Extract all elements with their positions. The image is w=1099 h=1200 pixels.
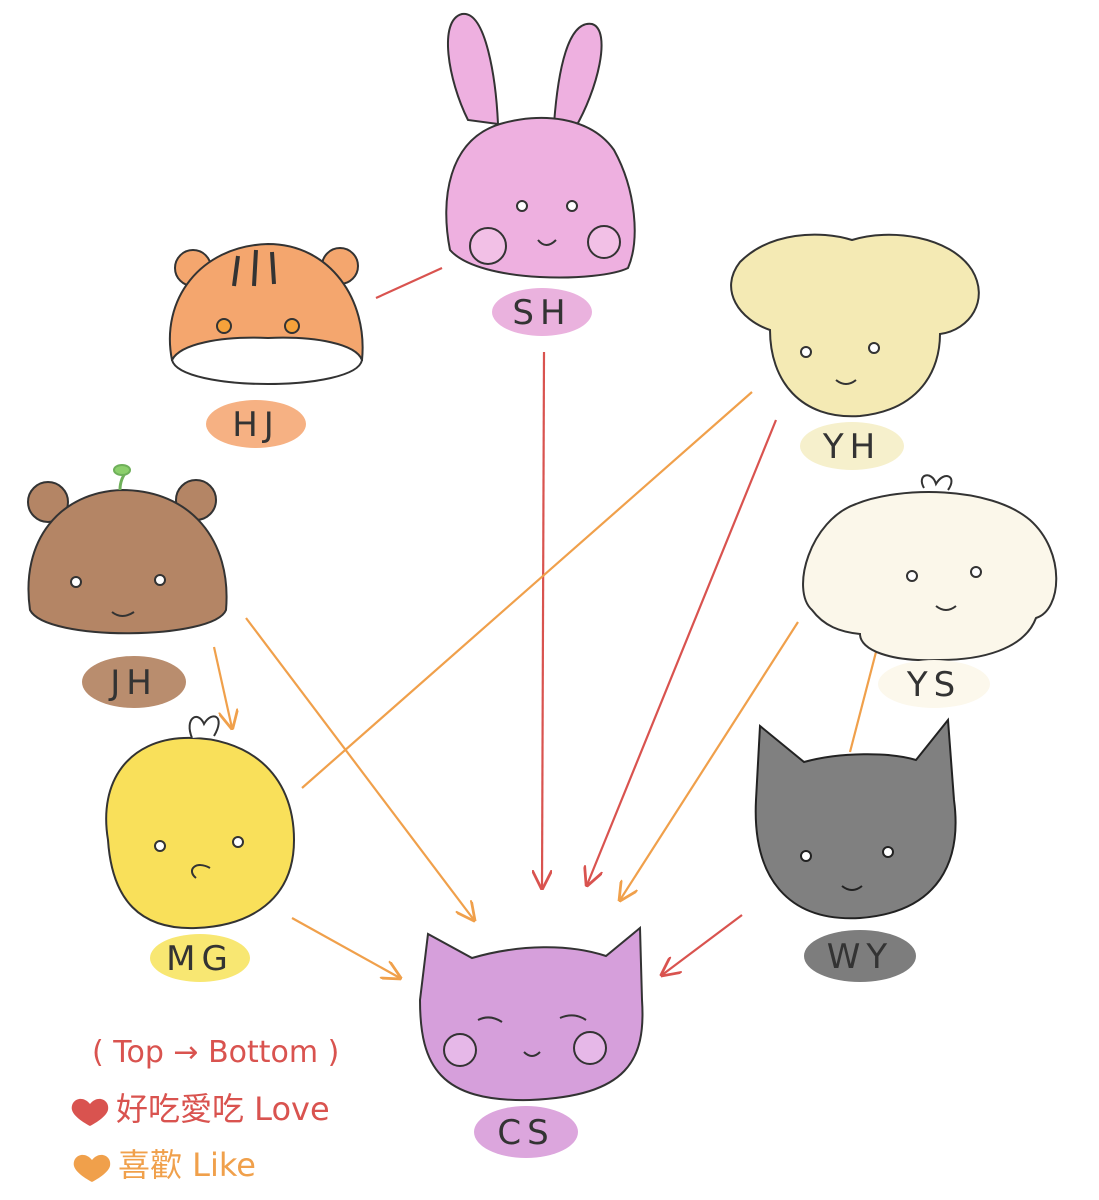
ys-tag [878,660,990,708]
node-jh: JH [27,464,228,708]
cat-icon [418,925,644,1102]
yh-tag [800,422,904,470]
sh-tag [492,288,592,336]
legend-love: 好吃愛吃 Love [116,1090,330,1128]
jh-label: JH [108,663,158,703]
puppy-icon [730,233,980,418]
sh-label: SH [512,293,571,333]
yh-label: YH [822,427,881,467]
edge-mg-cs [291,917,400,978]
node-mg: MG [105,715,296,982]
legend-like: 喜歡 Like [118,1146,256,1184]
legend: ( Top → Bottom ) 好吃愛吃 Love 喜歡 Like [71,1035,339,1184]
legend-direction: ( Top → Bottom ) [92,1035,339,1070]
wy-tag [804,930,916,982]
mg-label: MG [166,939,234,979]
edge-sh-cs [542,351,544,888]
chick-icon [105,715,296,930]
node-sh: SH [445,12,636,336]
cs-label: CS [497,1113,554,1153]
edge-jh-mg [212,646,232,728]
heart-icon-like [73,1154,111,1182]
mg-tag [150,934,250,982]
hamster-icon [168,242,364,385]
cs-tag [474,1106,578,1158]
node-cs: CS [418,925,644,1158]
node-ys: YS [802,474,1058,708]
edge-yh-cs [587,419,778,885]
edge-ys-wy [848,651,878,753]
node-hj: HJ [168,242,364,448]
edges [212,266,878,978]
edge-ys-cs [620,621,799,900]
edge-jh-cs [245,617,474,920]
bear-icon [27,464,228,635]
edge-yh-mg [301,391,753,789]
edge-sh-hj [375,266,443,300]
ys-label: YS [906,665,961,705]
hj-tag [206,400,306,448]
puppy-icon [802,474,1058,662]
rabbit-icon [445,12,636,279]
wy-label: WY [827,937,893,977]
node-wy: WY [754,717,957,982]
jh-tag [82,656,186,708]
edge-wy-cs [662,914,743,975]
node-yh: YH [730,233,980,470]
hj-label: HJ [232,405,280,445]
cat-icon [754,717,957,920]
heart-icon-love [71,1098,109,1126]
